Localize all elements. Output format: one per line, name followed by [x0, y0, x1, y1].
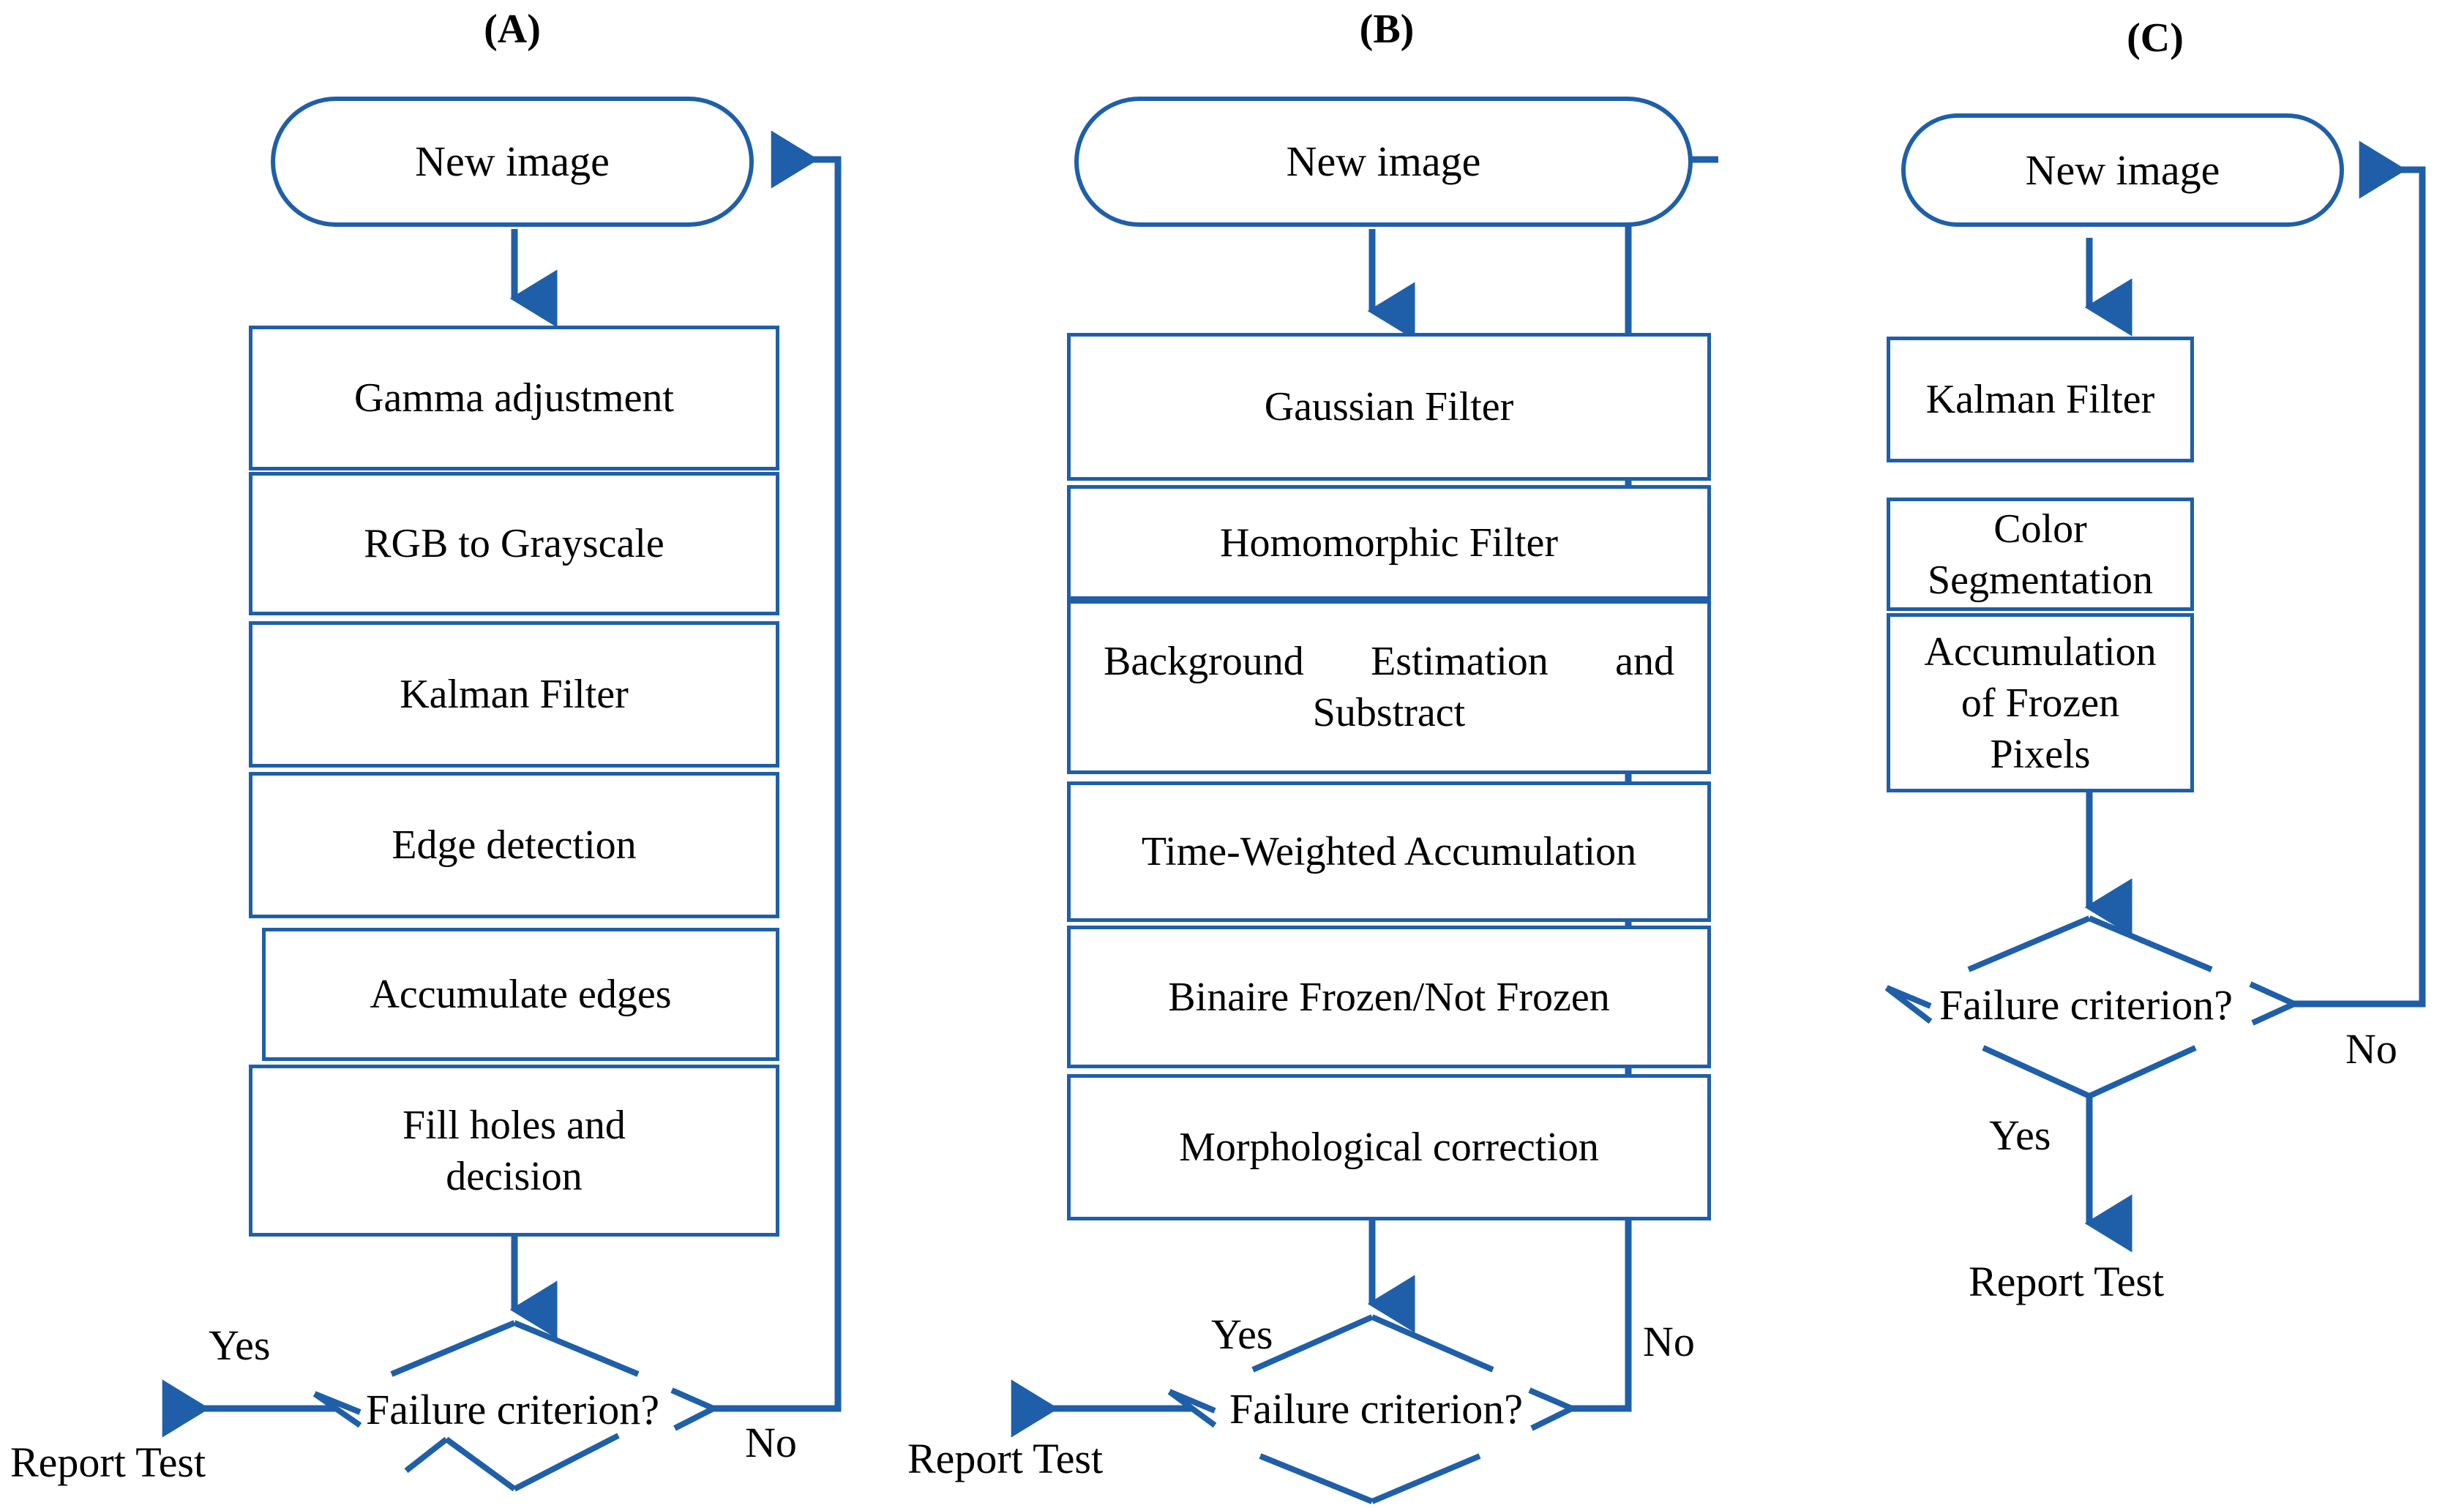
process-box-b-4[interactable]: Time-Weighted Accumulation	[1067, 781, 1711, 922]
no-label-c: No	[2345, 1025, 2397, 1073]
process-box-c-1-label: Kalman Filter	[1925, 377, 2155, 422]
start-node-a-label: New image	[415, 138, 610, 186]
c-diamond-r-lower	[2251, 1001, 2296, 1026]
process-box-b-3[interactable]: Background Estimation and Substract	[1067, 600, 1711, 774]
column-title-a: (A)	[484, 7, 541, 52]
process-box-b-1-label: Gaussian Filter	[1264, 384, 1514, 429]
process-box-a-2-label: RGB to Grayscale	[364, 521, 664, 566]
terminal-node-a: Report Test	[10, 1438, 206, 1486]
process-box-a-1-label: Gamma adjustment	[353, 375, 674, 421]
process-box-b-4-label: Time-Weighted Accumulation	[1141, 829, 1637, 874]
c-diamond-tr	[2088, 915, 2213, 972]
yes-label-b: Yes	[1211, 1310, 1273, 1358]
b-diamond-tr	[1371, 1314, 1494, 1373]
a-diamond-r-upper	[670, 1387, 715, 1411]
a-diamond-r-lower	[673, 1406, 715, 1431]
column-title-b: (B)	[1359, 7, 1415, 52]
start-node-c[interactable]: New image	[1901, 113, 2344, 227]
b-diamond-br	[1371, 1453, 1481, 1504]
decision-node-b[interactable]: Failure criterion?	[1229, 1385, 1523, 1433]
process-box-a-3-label: Kalman Filter	[400, 672, 629, 717]
a-diamond-tl	[390, 1320, 516, 1377]
process-box-b-1[interactable]: Gaussian Filter	[1067, 333, 1711, 481]
process-box-b-5-label: Binaire Frozen/Not Frozen	[1168, 974, 1610, 1020]
yes-label-c: Yes	[1989, 1111, 2051, 1159]
process-box-a-5[interactable]: Accumulate edges	[262, 928, 779, 1061]
a-diamond-l-upper	[313, 1391, 362, 1415]
process-box-a-5-label: Accumulate edges	[370, 972, 672, 1017]
c-diamond-br	[2088, 1045, 2197, 1099]
start-node-b-label: New image	[1286, 138, 1481, 186]
process-box-c-1[interactable]: Kalman Filter	[1887, 337, 2194, 462]
process-box-a-4[interactable]: Edge detection	[249, 772, 779, 918]
a-diamond-bl	[404, 1436, 449, 1474]
c-diamond-l-upper	[1885, 985, 1932, 1009]
process-box-c-3-label: Accumulation of Frozen Pixels	[1924, 629, 2157, 777]
start-node-c-label: New image	[2025, 146, 2220, 194]
process-box-b-5[interactable]: Binaire Frozen/Not Frozen	[1067, 926, 1711, 1068]
b-diamond-l-upper	[1168, 1389, 1216, 1414]
decision-node-c[interactable]: Failure criterion?	[1939, 981, 2233, 1029]
no-label-b: No	[1643, 1318, 1695, 1365]
process-box-c-2[interactable]: Color Segmentation	[1887, 498, 2194, 611]
a-diamond-bl2	[444, 1436, 517, 1492]
a-diamond-tr	[513, 1320, 640, 1377]
c-diamond-tl	[1967, 915, 2091, 972]
decision-node-a[interactable]: Failure criterion?	[366, 1386, 659, 1433]
b-diamond-r-upper	[1528, 1387, 1573, 1411]
process-box-a-6-label: Fill holes and decision	[402, 1102, 626, 1199]
process-box-a-2[interactable]: RGB to Grayscale	[249, 472, 779, 615]
column-title-c: (C)	[2127, 15, 2184, 61]
process-box-b-2[interactable]: Homomorphic Filter	[1067, 485, 1711, 600]
yes-label-a: Yes	[209, 1321, 271, 1369]
process-box-a-3[interactable]: Kalman Filter	[249, 621, 779, 768]
process-box-b-3-label: Background Estimation and Substract	[1104, 639, 1674, 735]
start-node-a[interactable]: New image	[271, 97, 754, 227]
c-diamond-bl	[1982, 1045, 2091, 1099]
b-diamond-bl	[1259, 1453, 1374, 1504]
process-box-a-4-label: Edge detection	[392, 822, 637, 868]
process-box-a-6[interactable]: Fill holes and decision	[249, 1065, 779, 1237]
a-diamond-br	[513, 1433, 620, 1492]
arrow-c-no-loop	[2294, 140, 2426, 1008]
terminal-node-b: Report Test	[907, 1435, 1104, 1482]
b-diamond-l-lower	[1167, 1389, 1217, 1428]
process-box-b-6[interactable]: Morphological correction	[1067, 1074, 1711, 1220]
c-diamond-r-upper	[2249, 981, 2296, 1007]
a-diamond-l-lower	[312, 1391, 362, 1428]
process-box-a-1[interactable]: Gamma adjustment	[249, 326, 779, 470]
start-node-b[interactable]: New image	[1074, 97, 1693, 227]
b-diamond-r-lower	[1530, 1406, 1573, 1431]
process-box-b-6-label: Morphological correction	[1179, 1125, 1599, 1170]
process-box-b-2-label: Homomorphic Filter	[1220, 519, 1558, 566]
process-box-c-2-label: Color Segmentation	[1928, 506, 2153, 603]
no-label-a: No	[745, 1419, 797, 1466]
c-diamond-l-lower	[1884, 985, 1933, 1024]
process-box-c-3[interactable]: Accumulation of Frozen Pixels	[1887, 613, 2194, 792]
terminal-node-c: Report Test	[1969, 1258, 2165, 1305]
